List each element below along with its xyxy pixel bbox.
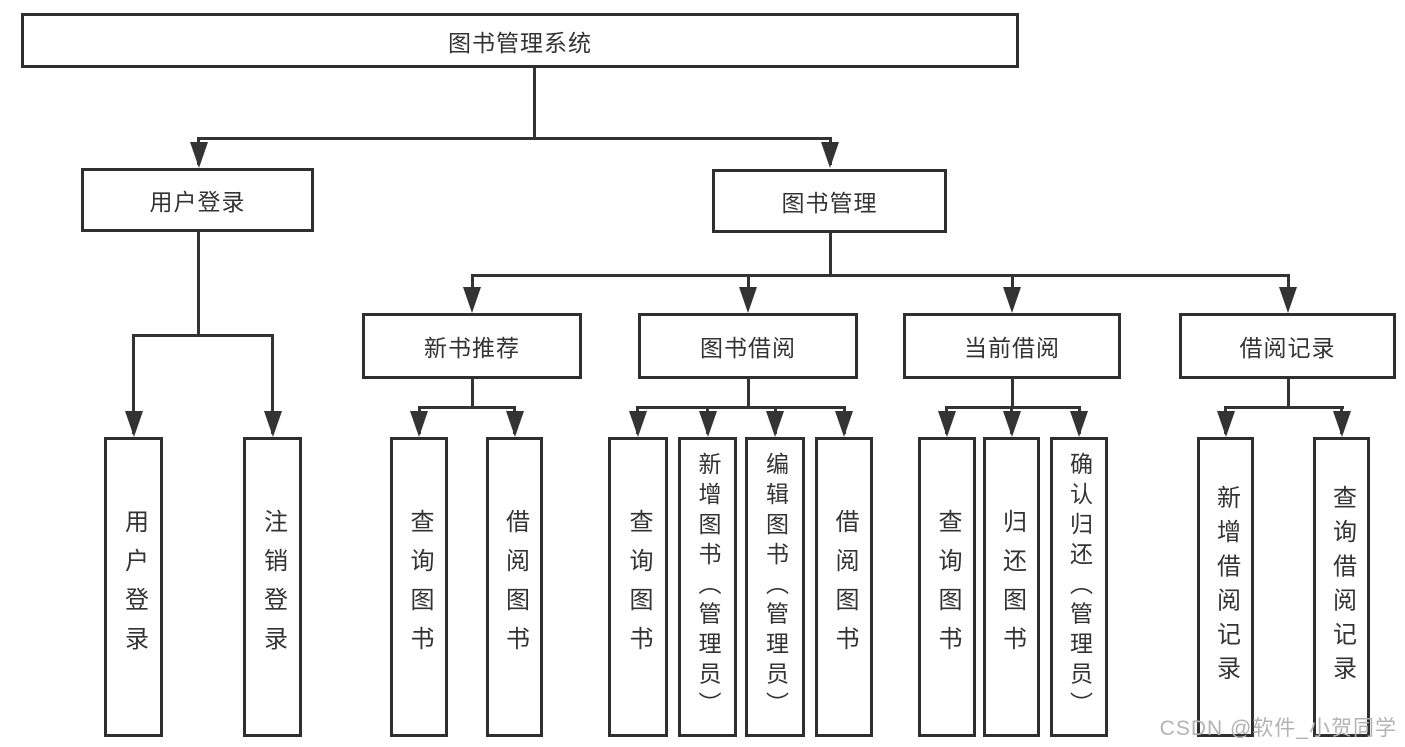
connector-current-stub [1011,379,1014,408]
leaf-label: 归还图书 [998,509,1026,665]
leaf-label: 新增借阅记录 [1212,484,1240,690]
leaf-query-borrow-record: 查询借阅记录 [1313,437,1370,737]
connector-drop-leaf [271,334,274,434]
connector-records-stub [1287,379,1290,408]
arrow-down-icon [766,411,784,437]
leaf-label: 注销登录 [259,509,287,665]
node-label: 当前借阅 [964,335,1060,361]
leaf-label: 查询图书 [406,509,433,665]
leaf-return-books: 归还图书 [983,437,1040,737]
node-new-book-recommend: 新书推荐 [362,313,582,379]
arrow-down-icon [1279,287,1297,313]
csdn-watermark: CSDN @软件_小贺同学 [1159,717,1397,740]
arrow-down-icon [835,411,853,437]
node-label: 图书管理系统 [448,29,592,56]
connector-records-bar [1224,406,1344,409]
connector-drop-level3 [747,274,750,294]
node-borrow-records: 借阅记录 [1179,313,1396,379]
arrow-down-icon [506,411,524,437]
connector-userlogin-bar [132,334,274,337]
node-book-management: 图书管理 [712,169,947,233]
node-label: 用户登录 [149,189,246,215]
leaf-label: 查询图书 [625,509,652,665]
connector-recommend-stub [471,379,474,408]
leaf-label: 查询借阅记录 [1328,484,1356,690]
leaf-query-books-borrow: 查询图书 [608,437,668,737]
arrow-down-icon [264,411,282,437]
leaf-label: 编辑图书（管理员） [762,452,789,722]
leaf-label: 确认归还（管理员） [1066,452,1093,722]
arrow-down-icon [1333,411,1351,437]
arrow-down-icon [1003,411,1021,437]
leaf-query-books-current: 查询图书 [918,437,976,737]
leaf-confirm-return-admin: 确认归还（管理员） [1050,437,1108,737]
connector-borrow-bar [636,406,846,409]
connector-drop-leaf [132,334,135,434]
leaf-label: 查询图书 [934,509,961,665]
node-label: 新书推荐 [424,335,520,361]
connector-drop-level3 [1287,274,1290,294]
arrow-down-icon [125,411,143,437]
arrow-down-icon [821,142,839,168]
connector-bookmgmt-stub [829,233,832,276]
arrow-down-icon [629,411,647,437]
arrow-down-icon [463,287,481,313]
arrow-down-icon [410,411,428,437]
leaf-borrow-books: 借阅图书 [815,437,873,737]
node-book-borrow: 图书借阅 [638,313,858,379]
connector-userlogin-stub [197,232,200,336]
connector-recommend-bar [418,406,516,409]
connector-drop-level3 [471,274,474,294]
leaf-logout: 注销登录 [243,437,302,737]
node-current-borrow: 当前借阅 [903,313,1121,379]
arrow-down-icon [739,287,757,313]
node-label: 借阅记录 [1239,335,1336,361]
leaf-add-books-admin: 新增图书（管理员） [678,437,737,737]
arrow-down-icon [190,142,208,168]
arrow-down-icon [1070,411,1088,437]
leaf-query-books-recommend: 查询图书 [390,437,448,737]
node-label: 图书借阅 [700,335,796,361]
node-label: 图书管理 [781,190,878,216]
leaf-add-borrow-record: 新增借阅记录 [1197,437,1254,737]
leaf-borrow-books-recommend: 借阅图书 [486,437,543,737]
leaf-label: 借阅图书 [501,509,529,665]
arrow-down-icon [1003,287,1021,313]
leaf-label: 借阅图书 [831,509,858,665]
connector-drop-level3 [1011,274,1014,294]
connector-borrow-stub [747,379,750,408]
arrow-down-icon [699,411,717,437]
arrow-down-icon [938,411,956,437]
connector-root-stub [533,68,536,138]
leaf-label: 新增图书（管理员） [695,452,721,722]
leaf-label: 用户登录 [120,509,148,665]
leaf-edit-books-admin: 编辑图书（管理员） [745,437,805,737]
node-user-login: 用户登录 [81,168,314,232]
leaf-user-login: 用户登录 [104,437,163,737]
node-root-library-system: 图书管理系统 [21,13,1019,68]
arrow-down-icon [1217,411,1235,437]
connector-current-bar [945,406,1081,409]
connector-root-bar [197,137,832,140]
connector-bookmgmt-bar [471,274,1290,277]
